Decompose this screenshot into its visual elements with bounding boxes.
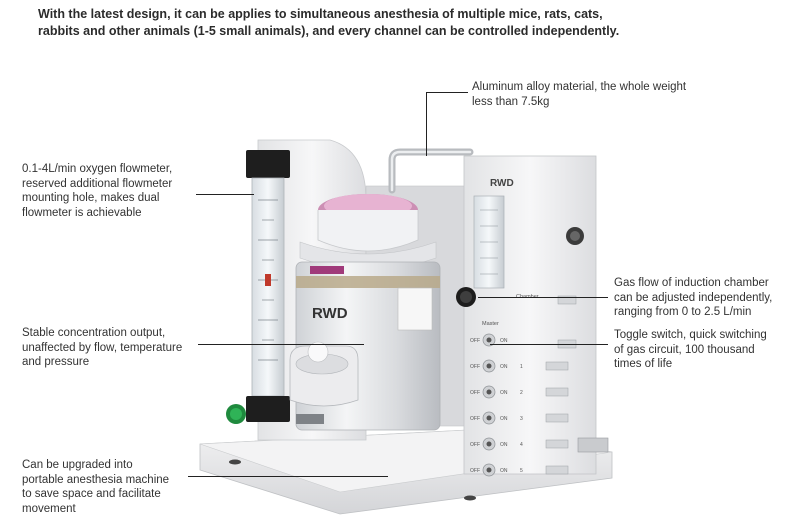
carry-handle [388,148,474,194]
toggle-switch-lever [486,337,492,343]
channel-row: OFF ON 3 [470,411,569,425]
channel-number: 2 [520,390,523,396]
annotation-upgrade: Can be upgraded into portable anesthesia… [22,459,170,515]
switch-on-label: ON [500,390,508,396]
oxygen-flowmeter [226,150,290,424]
channel-outlet-port [545,439,569,449]
channel-row: OFF ON 4 [470,437,569,451]
master-label: Master [482,321,499,327]
vaporizer: RWD [289,194,441,431]
switch-on-label: ON [500,468,508,474]
channel-row: OFF ON [470,333,508,347]
vaporizer-brand-logo: RWD [312,305,348,322]
annotation-stable: Stable concentration output, unaffected … [22,327,183,368]
panel-brand-logo: RWD [490,178,514,189]
headline: With the latest design, it can be applie… [38,6,738,40]
leader-upgrade [188,476,388,477]
channel-outlet-port [545,361,569,371]
switch-off-label: OFF [470,468,480,474]
channel-number: 4 [520,442,523,448]
channel-outlet-port [545,413,569,423]
leader-aluminum-v [426,92,427,156]
annotation-toggle: Toggle switch, quick switching of gas ci… [614,329,767,370]
toggle-switch-lever [486,441,492,447]
channel-number: 5 [520,468,523,474]
switch-on-label: ON [500,364,508,370]
channel-outlet-port [545,387,569,397]
annotation-flowmeter: 0.1-4L/min oxygen flowmeter, reserved ad… [22,163,173,219]
switch-off-label: OFF [470,442,480,448]
annotation-aluminum: Aluminum alloy material, the whole weigh… [472,81,687,108]
toggle-switch-lever [486,389,492,395]
channel-row: OFF ON 5 [470,463,569,477]
headline-line-2: rabbits and other animals (1-5 small ani… [38,24,620,38]
switch-off-label: OFF [470,364,480,370]
leader-aluminum-h [426,92,468,93]
switch-off-label: OFF [470,338,480,344]
switch-on-label: ON [500,442,508,448]
channel-row: OFF ON 1 [470,359,569,373]
channel-outlet-port [545,465,569,475]
switch-off-label: OFF [470,390,480,396]
channel-number: 1 [520,364,523,370]
leader-flowmeter [196,194,254,195]
channel-row: OFF ON 2 [470,385,569,399]
control-panel: RWD Chamber Master OFFONOFFON1OFFON2OFFO… [456,155,609,477]
switch-on-label: ON [500,416,508,422]
toggle-switch-lever [486,415,492,421]
leader-stable [198,344,364,345]
leader-toggle [490,344,608,345]
headline-line-1: With the latest design, it can be applie… [38,7,603,21]
leader-gas-flow [478,297,608,298]
annotation-gas-flow: Gas flow of induction chamber can be adj… [614,277,773,318]
toggle-switch-lever [486,467,492,473]
toggle-switch-lever [486,363,492,369]
switch-off-label: OFF [470,416,480,422]
channel-number: 3 [520,416,523,422]
switch-on-label: ON [500,338,508,344]
